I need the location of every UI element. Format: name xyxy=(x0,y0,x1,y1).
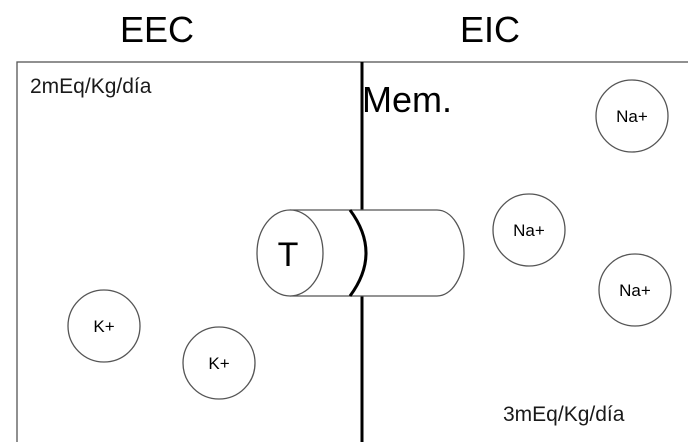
ion-label: K+ xyxy=(208,354,229,373)
ion-label: K+ xyxy=(93,317,114,336)
ion-circle xyxy=(492,193,566,267)
transporter-face xyxy=(256,209,324,297)
ion-k-1: K+ xyxy=(67,289,141,363)
ion-na-1: Na+ xyxy=(595,79,669,153)
ion-circle xyxy=(595,79,669,153)
ion-label: Na+ xyxy=(619,281,651,300)
ion-circle xyxy=(67,289,141,363)
ion-circle xyxy=(182,326,256,400)
transporter: T xyxy=(256,209,465,297)
ion-na-3: Na+ xyxy=(598,253,672,327)
transporter-body xyxy=(290,209,465,297)
ion-k-2: K+ xyxy=(182,326,256,400)
eic-rate-label: 3mEq/Kg/día xyxy=(503,403,625,426)
header-eic: EIC xyxy=(460,9,520,50)
eec-rate-label: 2mEq/Kg/día xyxy=(30,75,152,98)
membrane-label: Mem. xyxy=(362,79,452,120)
membrane-bulge xyxy=(348,209,368,297)
ion-label: Na+ xyxy=(513,221,545,240)
transporter-label: T xyxy=(278,236,299,274)
ion-label: Na+ xyxy=(616,107,648,126)
ion-na-2: Na+ xyxy=(492,193,566,267)
compartment-box xyxy=(16,61,688,442)
header-eec: EEC xyxy=(120,9,194,50)
ion-circle xyxy=(598,253,672,327)
